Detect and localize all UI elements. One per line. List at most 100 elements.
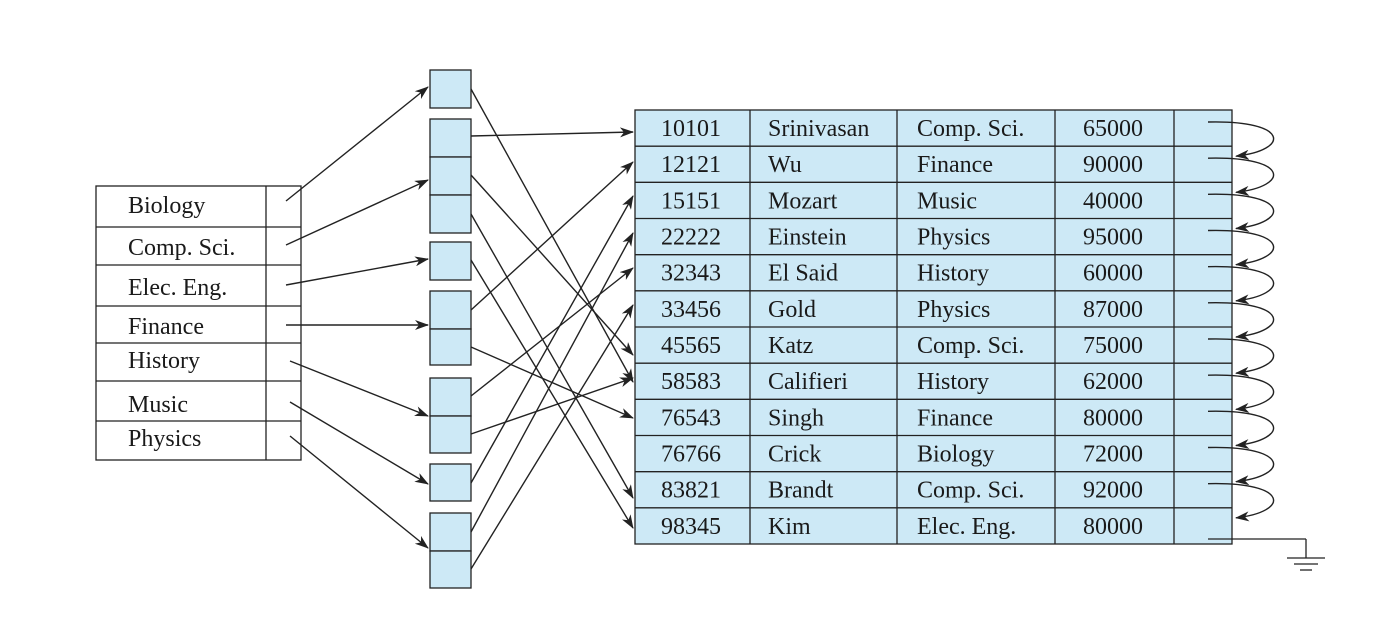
record-id: 83821 [661, 478, 721, 504]
index-entry: History [128, 348, 200, 374]
pointer-arrow [285, 179, 429, 246]
record-dept: Music [917, 188, 977, 214]
bucket-cell [429, 69, 472, 109]
record-salary: 65000 [1083, 116, 1143, 142]
record-name: Gold [768, 297, 816, 323]
record-id: 12121 [661, 152, 721, 178]
pointer-arrow [289, 435, 429, 549]
bucket-cell [429, 118, 472, 158]
pointer-arrow [470, 127, 634, 138]
pointer-arrow [289, 401, 429, 485]
index-to-bucket-arrows [285, 86, 429, 549]
index-entry: Comp. Sci. [128, 235, 235, 261]
record-salary: 87000 [1083, 297, 1143, 323]
record-name: Einstein [768, 225, 847, 251]
record-name: Srinivasan [768, 116, 869, 142]
record-id: 32343 [661, 261, 721, 287]
record-salary: 80000 [1083, 514, 1143, 540]
index-entry: Biology [128, 193, 205, 219]
bucket-cell [429, 415, 472, 454]
record-name: Wu [768, 152, 802, 178]
record-dept: History [917, 369, 989, 395]
record-id: 15151 [661, 188, 721, 214]
record-dept: Finance [917, 405, 993, 431]
pointer-arrow [470, 259, 634, 529]
record-chain-arrows [1207, 121, 1275, 522]
bucket-column [429, 69, 472, 589]
chain-pointer-arrow [1207, 410, 1275, 450]
index-entry: Finance [128, 314, 204, 340]
pointer-arrow [470, 304, 634, 570]
chain-pointer-arrow [1207, 193, 1275, 233]
record-name: Kim [768, 514, 811, 540]
record-name: Katz [768, 333, 813, 359]
index-entry: Music [128, 392, 188, 418]
record-salary: 62000 [1083, 369, 1143, 395]
record-salary: 90000 [1083, 152, 1143, 178]
record-name: El Said [768, 261, 838, 287]
chain-pointer-arrow [1207, 482, 1275, 522]
pointer-arrow [470, 232, 634, 533]
bucket-to-record-arrows [470, 88, 634, 570]
record-id: 58583 [661, 369, 721, 395]
pointer-arrow [470, 161, 634, 311]
record-dept: Finance [917, 152, 993, 178]
record-id: 33456 [661, 297, 721, 323]
pointer-arrow [470, 267, 634, 397]
bucket-cell [429, 550, 472, 589]
pointer-arrow [470, 195, 634, 484]
record-dept: Physics [917, 225, 990, 251]
bucket-cell [429, 377, 472, 417]
chain-pointer-arrow [1207, 302, 1275, 341]
pointer-arrow [289, 360, 429, 417]
pointer-arrow [470, 213, 634, 499]
record-salary: 92000 [1083, 478, 1143, 504]
pointer-arrow [470, 377, 634, 435]
pointer-arrow [470, 174, 634, 356]
record-salary: 75000 [1083, 333, 1143, 359]
index-entry: Physics [128, 426, 201, 452]
chain-pointer-arrow [1207, 229, 1275, 269]
null-pointer-ground [1208, 538, 1325, 571]
record-name: Brandt [768, 478, 834, 504]
record-name: Mozart [768, 188, 838, 214]
record-salary: 40000 [1083, 188, 1143, 214]
index-entry: Elec. Eng. [128, 275, 227, 301]
record-dept: Comp. Sci. [917, 478, 1024, 504]
bucket-cell [429, 156, 472, 196]
record-name: Singh [768, 405, 824, 431]
chain-pointer-arrow [1207, 446, 1275, 486]
chain-pointer-arrow [1207, 157, 1275, 196]
record-id: 45565 [661, 333, 721, 359]
record-id: 98345 [661, 514, 721, 540]
index-table: Biology Comp. Sci. Elec. Eng. Finance Hi… [95, 185, 302, 461]
record-id: 10101 [661, 116, 721, 142]
record-name: Califieri [768, 369, 848, 395]
record-name: Crick [768, 442, 821, 468]
record-dept: Physics [917, 297, 990, 323]
record-salary: 95000 [1083, 225, 1143, 251]
record-dept: Elec. Eng. [917, 514, 1016, 540]
bucket-cell [429, 512, 472, 552]
record-salary: 80000 [1083, 405, 1143, 431]
bucket-cell [429, 328, 472, 366]
pointer-arrow [285, 256, 429, 286]
bucket-cell [429, 463, 472, 502]
record-dept: Comp. Sci. [917, 116, 1024, 142]
record-id: 22222 [661, 225, 721, 251]
bucket-cell [429, 241, 472, 281]
record-dept: Biology [917, 442, 994, 468]
chain-pointer-arrow [1207, 338, 1275, 377]
record-dept: History [917, 261, 989, 287]
record-id: 76543 [661, 405, 721, 431]
bucket-cell [429, 194, 472, 234]
pointer-arrow [285, 86, 429, 202]
chain-pointer-arrow [1207, 265, 1275, 305]
chain-pointer-arrow [1207, 121, 1275, 160]
record-salary: 60000 [1083, 261, 1143, 287]
record-id: 76766 [661, 442, 721, 468]
bucket-cell [429, 290, 472, 330]
chain-pointer-arrow [1207, 374, 1275, 413]
record-salary: 72000 [1083, 442, 1143, 468]
